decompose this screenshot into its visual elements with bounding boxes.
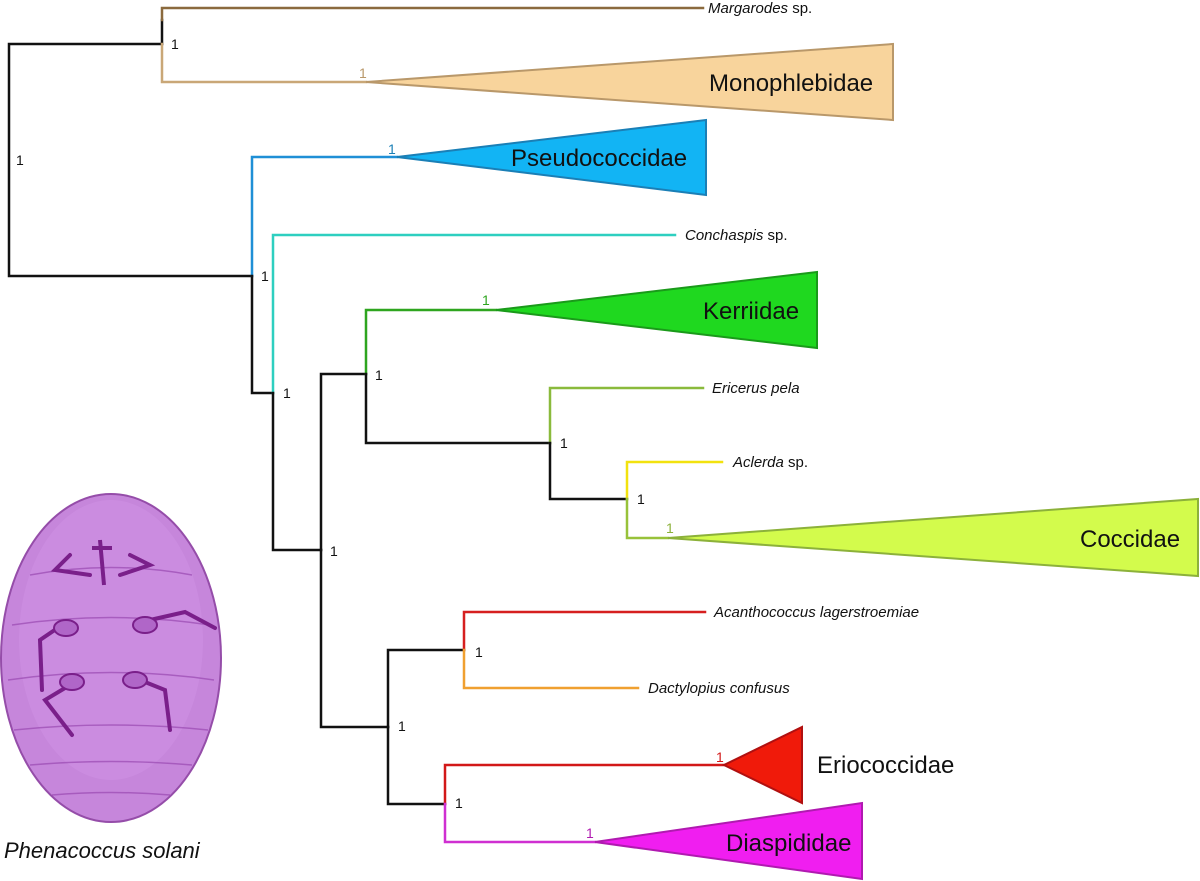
support-diaspididae: 1 [586,825,594,841]
specimen-highlight [19,500,203,780]
tip-label-acanthococcus: Acanthococcus lagerstroemiae [713,604,919,621]
tip-label-conchaspis: Conchaspis sp. [685,227,788,244]
specimen-caption: Phenacoccus solani [4,838,201,863]
specimen-illustration [0,493,222,823]
pseudococcidae-triangle [396,118,707,197]
clade-label-eriococcidae: Eriococcidae [817,752,954,779]
support-margarodes-node: 1 [171,36,179,52]
tip-suffix: sp. [763,227,787,244]
conchaspis-branch [271,233,677,395]
tip-genus: Acanthococcus lagerstroemiae [713,604,919,621]
kerriidae-clade-branch [319,372,368,552]
support-eriococcidae: 1 [716,749,724,765]
tip-suffix: sp. [788,0,812,17]
coccidae-branch [625,497,670,540]
tip-genus: Conchaspis [685,227,764,244]
specimen-coxae [53,616,158,691]
tip-suffix: sp. [784,454,808,471]
clade-label-coccidae: Coccidae [1080,526,1180,553]
support-neococcoid-core: 1 [330,543,338,559]
eriococcidae-triangle [721,725,803,805]
kerriidae-branch [364,308,498,376]
tip-label-margarodes: Margarodes sp. [708,0,812,17]
support-coccidae: 1 [666,520,674,536]
support-aclerda-node: 1 [637,491,645,507]
neococcoid-base-branch [250,274,275,395]
tip-label-aclerda: Aclerda sp. [732,454,808,471]
aclerda-branch [625,460,724,501]
monophlebidae-branch [160,42,368,84]
tip-label-dactylopius: Dactylopius confusus [648,680,790,697]
support-neococcoid-base: 1 [261,268,269,284]
support-monophlebidae: 1 [359,65,367,81]
tip-genus: Ericerus pela [712,380,800,397]
support-diaspidid-node: 1 [455,795,463,811]
support-kerriidae: 1 [482,292,490,308]
kerriidae-triangle [495,270,818,350]
eriococcidae-branch [443,763,726,806]
diaspididae-triangle [594,801,863,881]
core-neococcoid-branch [271,391,323,552]
support-eriococcid-node: 1 [398,718,406,734]
specimen-segments [7,566,215,796]
tip-label-ericerus: Ericerus pela [712,380,800,397]
clade-label-kerriidae: Kerriidae [703,298,799,325]
support-acanthococcus-node: 1 [475,644,483,660]
clade-label-diaspididae: Diaspididae [726,830,851,857]
tip-genus: Aclerda [732,454,784,471]
acanthococcus-branch [462,610,707,652]
diaspidid-clade-branch [386,725,447,806]
ericerus-branch [548,386,705,445]
specimen-mouthparts [92,539,112,586]
tip-genus: Margarodes [708,0,789,17]
clade-label-monophlebidae: Monophlebidae [709,70,873,97]
support-root: 1 [16,152,24,168]
diaspididae-branch [443,802,597,844]
pseudococcidae-branch [250,155,399,278]
support-ericerus-node: 1 [560,435,568,451]
ericerus-clade-branch [364,372,552,445]
dactylopius-branch [462,648,640,690]
root-branch [7,42,254,278]
clade-label-pseudococcidae: Pseudococcidae [511,145,687,172]
monophlebidae-triangle [365,42,894,122]
aclerda-clade-branch [548,441,629,501]
support-pseudococcidae: 1 [388,141,396,157]
tip-genus: Dactylopius confusus [648,680,790,697]
margarodes-branch [160,6,705,22]
coccidae-triangle [667,497,1199,578]
eriococcid-clade-branch [319,548,390,729]
support-kerriidae-node: 1 [375,367,383,383]
support-conchaspis-node: 1 [283,385,291,401]
acanthococcus-clade-branch [386,648,466,729]
